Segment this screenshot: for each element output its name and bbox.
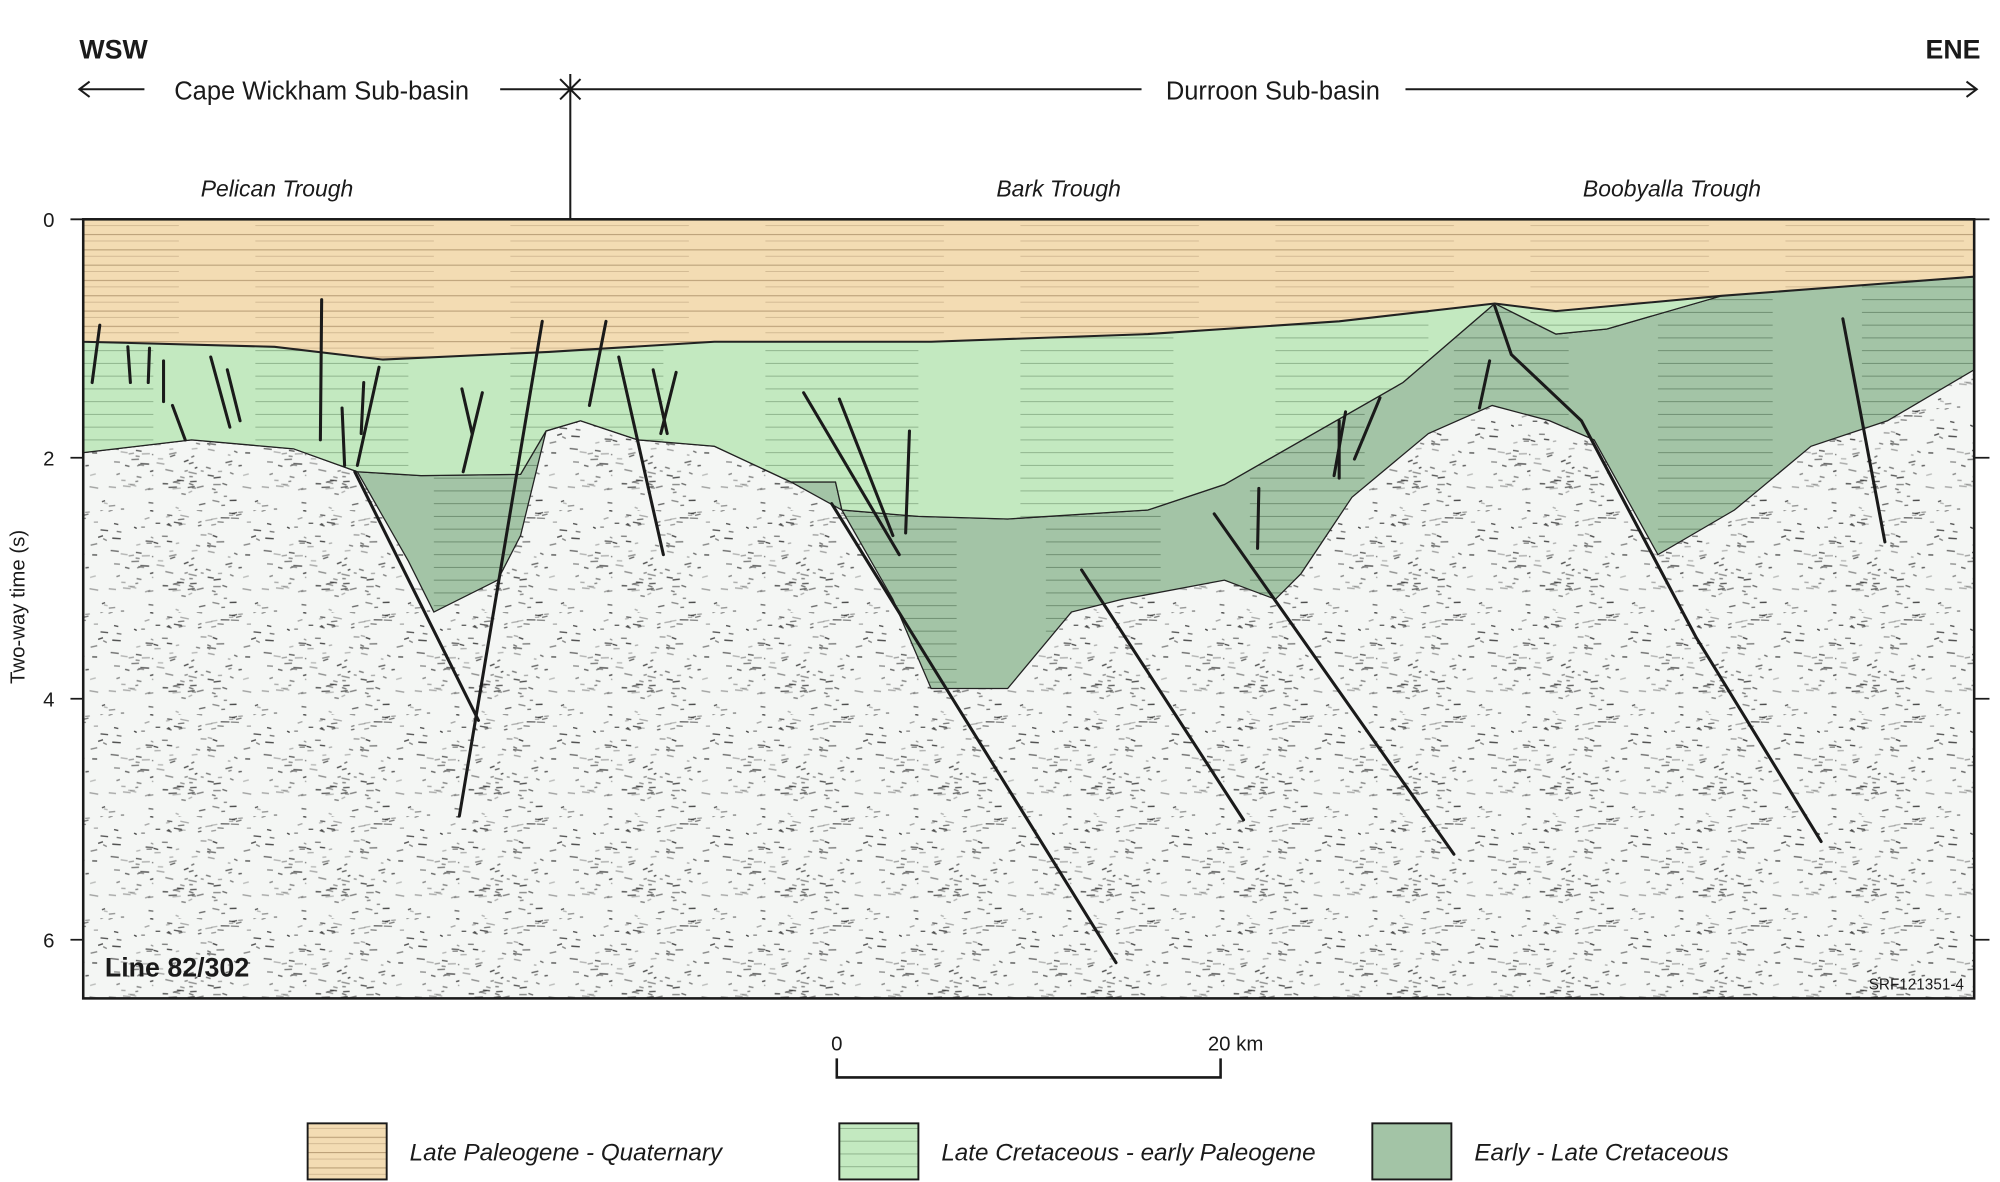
fault-line [146, 346, 152, 385]
tick-0: 0 [43, 210, 54, 232]
scale-start: 0 [831, 1034, 842, 1056]
figure-code: SRF121351-4 [1869, 976, 1965, 993]
fault-line [837, 397, 895, 538]
fault-line [802, 391, 901, 557]
trough-pelican: Pelican Trough [201, 175, 354, 201]
direction-left: WSW [79, 35, 148, 65]
legend-swatch-tan [306, 1122, 388, 1181]
fault-line [659, 370, 678, 436]
sub-basin-cape-wickham: Cape Wickham Sub-basin [174, 77, 469, 105]
sub-basin-durroon: Durroon Sub-basin [1166, 77, 1380, 105]
fault-line [904, 429, 911, 535]
axis-label: Two-way time (s) [8, 530, 30, 684]
direction-right: ENE [1925, 35, 1980, 65]
fault-line [1212, 512, 1456, 856]
fault-line [353, 470, 481, 722]
fault-line [460, 387, 474, 436]
fault-line [340, 406, 347, 467]
tick-6: 6 [43, 930, 54, 952]
late-paleogene-quaternary-layer [82, 218, 1976, 361]
fault-line [1477, 359, 1492, 410]
line-label: Line 82/302 [105, 953, 249, 983]
fault-line [617, 355, 665, 557]
fault-line [1493, 304, 1823, 844]
section-panel: Line 82/302 SRF121351-4 [81, 218, 1976, 1000]
scale-bar [835, 1058, 1222, 1079]
sub-basin-arrows [77, 73, 1979, 220]
fault-line [1080, 568, 1246, 822]
trough-bark: Bark Trough [996, 175, 1121, 201]
fault-line [1841, 317, 1887, 544]
legend-label: Late Paleogene - Quaternary [410, 1139, 724, 1166]
fault-line [587, 319, 608, 408]
fault-line [457, 319, 544, 818]
faults [90, 298, 1887, 965]
fault-line [830, 502, 1118, 965]
fault-line [359, 380, 366, 436]
fault-line [318, 298, 324, 442]
fault-line [126, 345, 132, 385]
fault-line [355, 365, 381, 467]
axis-ticks [70, 218, 1990, 941]
fault-line [90, 323, 102, 385]
scale-end: 20 km [1208, 1034, 1264, 1056]
fault-line [1256, 486, 1261, 550]
fault-line [225, 368, 242, 423]
fault-line [170, 403, 187, 442]
legend-swatch-dark-green [1371, 1122, 1453, 1181]
fault-line [209, 355, 232, 429]
legend: Late Paleogene - Quaternary Late Cretace… [306, 1122, 1729, 1181]
trough-boobyalla: Boobyalla Trough [1583, 175, 1761, 201]
fault-line [1352, 396, 1382, 461]
legend-label: Early - Late Cretaceous [1474, 1139, 1728, 1166]
tick-2: 2 [43, 448, 54, 470]
legend-swatch-green [838, 1122, 920, 1181]
section-frame [81, 218, 1976, 1000]
legend-label: Late Cretaceous - early Paleogene [941, 1139, 1315, 1166]
tick-4: 4 [43, 689, 54, 711]
